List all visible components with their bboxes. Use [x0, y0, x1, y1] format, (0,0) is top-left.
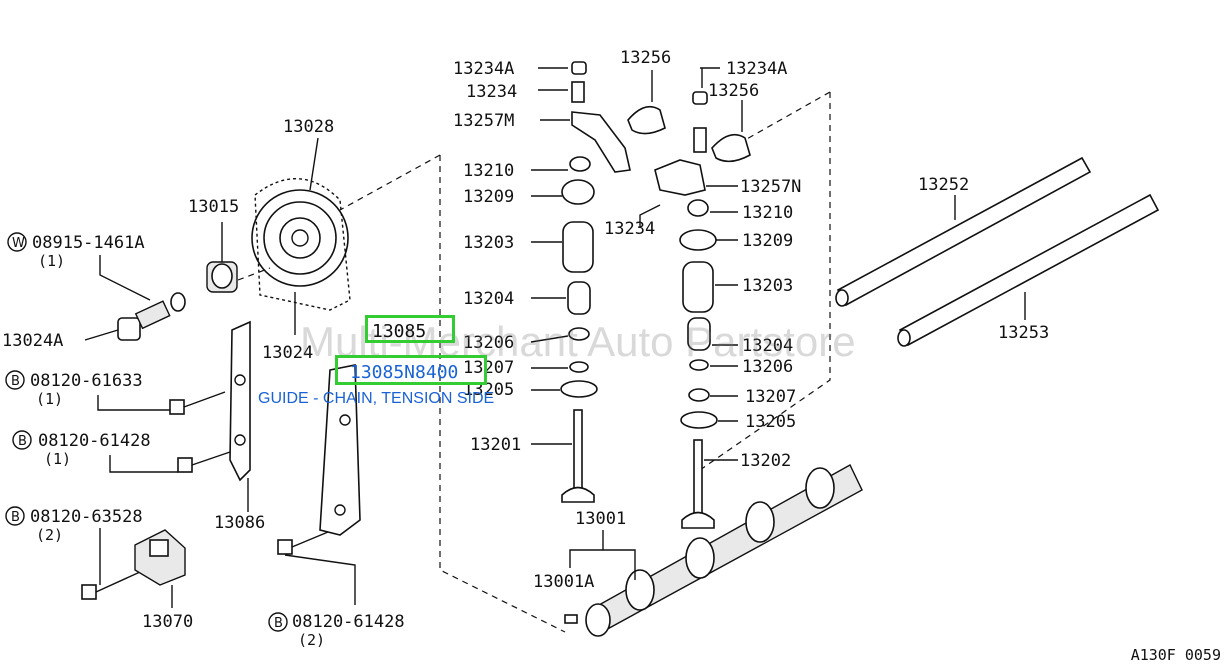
svg-text:B: B — [11, 510, 20, 525]
circle-symbol-b3: B — [5, 506, 25, 526]
qty-08120-61428-upper: (1) — [44, 450, 71, 468]
spring-13256-right[interactable] — [711, 133, 751, 163]
label-13210-left[interactable]: 13210 — [463, 161, 514, 181]
label-13203-right[interactable]: 13203 — [742, 276, 793, 296]
label-08120-61633[interactable]: 08120-61633 — [30, 371, 143, 391]
valve-stack-left-leaders — [530, 67, 572, 445]
bolt-08120-63528[interactable] — [81, 571, 141, 600]
label-13203-left[interactable]: 13203 — [463, 233, 514, 253]
label-13024[interactable]: 13024 — [262, 343, 313, 363]
section-outline-right — [699, 92, 831, 471]
label-13209-left[interactable]: 13209 — [463, 187, 514, 207]
qty-08120-61428-lower: (2) — [298, 631, 325, 649]
part-description-tooltip: GUIDE - CHAIN, TENSION SIDE — [258, 390, 495, 407]
camshaft-pin-13001A[interactable] — [564, 614, 578, 624]
svg-text:W: W — [12, 236, 25, 251]
cam-sprocket[interactable] — [251, 177, 351, 311]
label-13204-right[interactable]: 13204 — [742, 336, 793, 356]
label-13253[interactable]: 13253 — [998, 323, 1049, 343]
svg-text:B: B — [11, 374, 20, 389]
spring-13256-left[interactable] — [627, 105, 666, 135]
section-outline-left — [439, 155, 566, 633]
label-13205-left[interactable]: 13205 — [463, 380, 514, 400]
bolt-08120-61633[interactable] — [169, 391, 226, 415]
label-13024A[interactable]: 13024A — [2, 331, 63, 351]
qty-08120-61633: (1) — [36, 390, 63, 408]
qty-08915-1461A: (1) — [38, 252, 65, 270]
label-13234-left[interactable]: 13234 — [466, 82, 517, 102]
label-08915-1461A[interactable]: 08915-1461A — [32, 233, 145, 253]
label-13209-right[interactable]: 13209 — [742, 231, 793, 251]
valve-stack-left[interactable] — [560, 61, 631, 503]
label-13202[interactable]: 13202 — [740, 451, 791, 471]
bolt-08120-61428-upper[interactable] — [177, 451, 231, 473]
label-13001A[interactable]: 13001A — [533, 572, 594, 592]
label-13204-left[interactable]: 13204 — [463, 289, 514, 309]
label-13206-right[interactable]: 13206 — [742, 357, 793, 377]
circle-symbol-b4: B — [268, 612, 288, 632]
circle-symbol-w: W — [7, 232, 27, 252]
label-08120-63528[interactable]: 08120-63528 — [30, 507, 143, 527]
label-13207-right[interactable]: 13207 — [745, 387, 796, 407]
label-13256-right[interactable]: 13256 — [708, 81, 759, 101]
qty-08120-63528: (2) — [36, 526, 63, 544]
label-13210-right[interactable]: 13210 — [742, 203, 793, 223]
svg-text:B: B — [18, 434, 27, 449]
label-13015[interactable]: 13015 — [188, 197, 239, 217]
rocker-shaft-13253[interactable] — [897, 193, 1160, 347]
label-13234-right[interactable]: 13234 — [604, 219, 655, 239]
label-13252[interactable]: 13252 — [918, 175, 969, 195]
label-13028[interactable]: 13028 — [283, 117, 334, 137]
label-13205-right[interactable]: 13205 — [745, 412, 796, 432]
label-13234A-right[interactable]: 13234A — [726, 59, 787, 79]
label-13070[interactable]: 13070 — [142, 612, 193, 632]
spacer-13015[interactable] — [206, 261, 238, 293]
camshaft-13001[interactable] — [585, 464, 863, 637]
label-13257N[interactable]: 13257N — [740, 177, 801, 197]
label-13206-left[interactable]: 13206 — [463, 333, 514, 353]
label-13086[interactable]: 13086 — [214, 513, 265, 533]
rocker-shaft-13252[interactable] — [835, 156, 1092, 307]
svg-text:B: B — [274, 616, 283, 631]
label-13201[interactable]: 13201 — [470, 435, 521, 455]
highlighted-part-number-link[interactable]: 13085N8400 — [335, 355, 487, 385]
valve-stack-right[interactable] — [654, 91, 718, 529]
label-08120-61428-upper[interactable]: 08120-61428 — [38, 431, 151, 451]
chain-guide-tension-side-13085[interactable] — [319, 364, 361, 536]
highlighted-part-13085[interactable]: 13085 — [365, 315, 455, 343]
label-13256-left[interactable]: 13256 — [620, 48, 671, 68]
label-08120-61428-lower[interactable]: 08120-61428 — [292, 612, 405, 632]
label-13207-left[interactable]: 13207 — [463, 358, 514, 378]
circle-symbol-b1: B — [5, 370, 25, 390]
chain-tensioner-13086[interactable] — [229, 320, 251, 482]
figure-code: A130F 0059 — [1130, 646, 1221, 664]
label-13234A-left[interactable]: 13234A — [453, 59, 514, 79]
bolt-13024A[interactable] — [117, 292, 186, 341]
valve-stack-right-leaders — [639, 67, 738, 461]
tensioner-body-13070[interactable] — [134, 529, 186, 586]
label-13257M[interactable]: 13257M — [453, 111, 514, 131]
label-13001[interactable]: 13001 — [575, 509, 626, 529]
bolt-08120-61428-lower[interactable] — [277, 531, 329, 555]
circle-symbol-b2: B — [12, 430, 32, 450]
